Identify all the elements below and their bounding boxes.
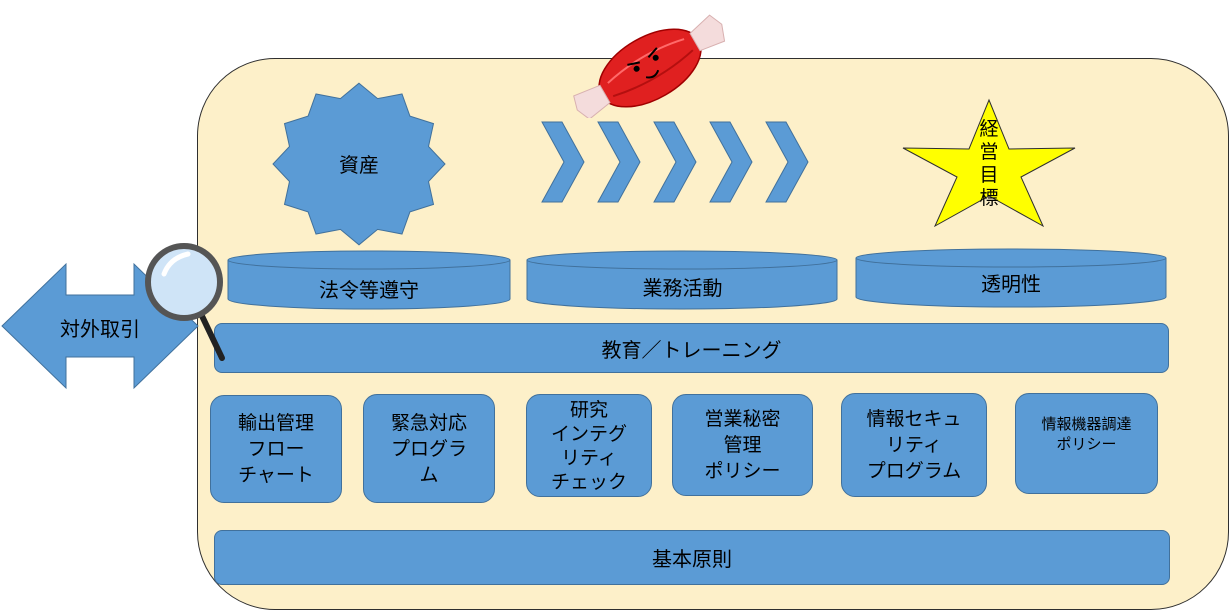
pillar-cylinder — [526, 250, 838, 310]
muscle-mascot-icon — [573, 14, 726, 118]
pillar-cylinder — [855, 248, 1167, 308]
program-card: 緊急対応 プログラ ム — [363, 394, 495, 503]
pillar-label: 法令等遵守 — [319, 277, 419, 302]
program-card: 情報セキュ リティ プログラム — [841, 393, 987, 497]
chevron-icon — [541, 121, 585, 203]
external-label: 対外取引 — [60, 316, 140, 341]
foundation-bar: 基本原則 — [214, 530, 1170, 585]
program-card: 営業秘密 管理 ポリシー — [672, 394, 813, 496]
goal-star — [902, 98, 1076, 228]
chevron-arrows — [541, 121, 809, 203]
chevron-icon — [597, 121, 641, 203]
pillar-cylinder — [227, 250, 511, 310]
goal-label: 経 営 目 標 — [979, 118, 999, 209]
pillar-label: 透明性 — [981, 271, 1041, 296]
magnifier-icon — [145, 243, 225, 361]
program-card: 研究 インテグ リティ チェック — [526, 394, 652, 497]
chevron-icon — [765, 121, 809, 203]
pillar-label: 業務活動 — [642, 275, 723, 300]
chevron-icon — [709, 121, 753, 203]
program-card: 輸出管理 フロー チャート — [210, 395, 342, 503]
asset-label: 資産 — [339, 152, 379, 177]
chevron-icon — [653, 121, 697, 203]
program-card: 情報機器調達 ポリシー — [1015, 393, 1158, 494]
training-bar: 教育／トレーニング — [214, 323, 1169, 373]
asset-seal — [272, 82, 446, 246]
